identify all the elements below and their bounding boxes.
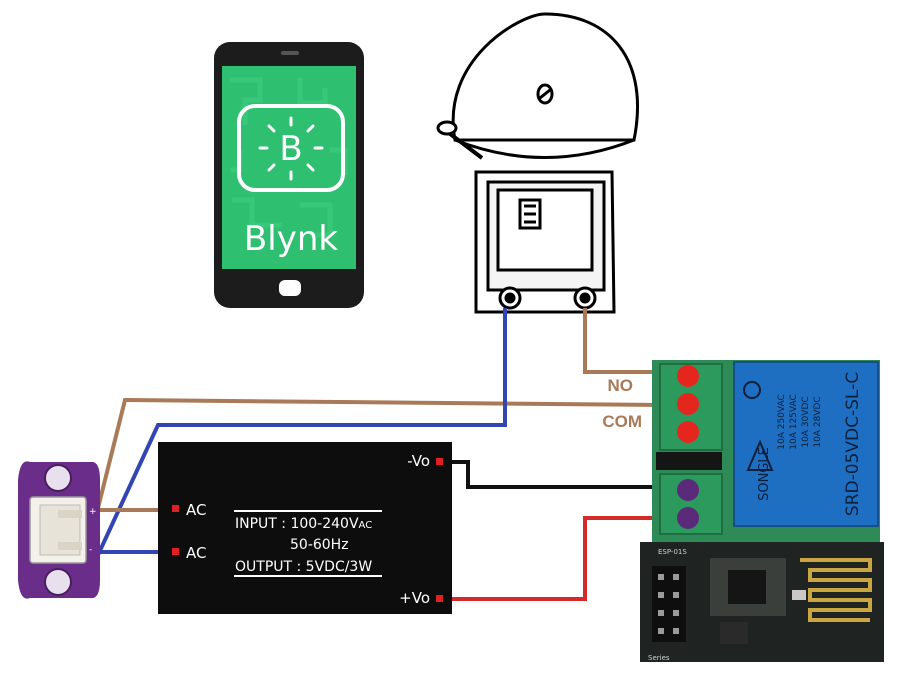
psu-body <box>158 442 452 614</box>
relay-warning-icon <box>746 439 774 471</box>
plug-minus-label: - <box>89 545 92 555</box>
esp-pin-8 <box>673 628 679 634</box>
esp-label: ESP-01S <box>658 548 687 556</box>
power-screw-vcc <box>677 507 699 529</box>
esp-pin-4 <box>673 592 679 598</box>
app-name: Blynk <box>244 219 338 259</box>
psu-pin-ac2 <box>172 548 179 555</box>
jst-pin-slot-1 <box>58 510 82 518</box>
relay-com-label: COM <box>602 412 642 431</box>
smartphone: B Blynk <box>214 42 364 308</box>
psu-pin-pos <box>436 595 443 602</box>
esp-pin-7 <box>658 628 664 634</box>
wire-blue-bell <box>96 308 507 556</box>
relay-rating-3: 10A 30VDC <box>801 396 811 447</box>
relay-cert-icon <box>743 381 761 399</box>
mounting-hole-top <box>44 464 72 492</box>
wires <box>96 308 663 601</box>
relay-cube <box>733 361 879 527</box>
relay-rating-4: 10A 28VDC <box>813 396 823 447</box>
mounting-hole-bottom <box>44 568 72 596</box>
wire-brown-com <box>96 397 663 509</box>
bell-terminal-left-center <box>504 292 516 304</box>
electric-bell-icon <box>436 12 639 314</box>
bell-screw-slot <box>539 88 551 100</box>
terminal-screw-nc <box>677 421 699 443</box>
relay-rating-2: 10A 125VAC <box>789 394 799 450</box>
psu-output-line: OUTPUT : 5VDC/3W <box>235 559 372 575</box>
esp-header-pins <box>658 574 679 634</box>
relay-model: SRD-05VDC-SL-C <box>843 372 863 516</box>
psu-frequency: 50-60Hz <box>290 537 349 553</box>
bell-terminal-right-center <box>579 292 591 304</box>
bell-hammer-head <box>436 120 458 136</box>
power-supply-module: AC AC -Vo +Vo INPUT : 100-240VAC 50-60Hz… <box>158 442 452 614</box>
terminal-screw-com <box>677 393 699 415</box>
ac-plug-board: + - <box>18 461 100 599</box>
esp-antenna <box>800 558 872 622</box>
wire-black-gnd <box>442 460 662 489</box>
esp-chip <box>728 570 766 604</box>
relay-rating-1: 10A 250VAC <box>777 394 787 450</box>
wire-brown-no <box>583 308 662 374</box>
psu-neg-label: -Vo <box>407 452 430 470</box>
jst-pin-slot-2 <box>58 542 82 550</box>
psu-input-line: INPUT : 100-240VAC <box>235 516 372 532</box>
bell-rim <box>454 138 635 159</box>
psu-ac-label-2: AC <box>186 544 206 562</box>
esp-pin-3 <box>658 592 664 598</box>
esp-flash <box>720 622 748 644</box>
relay-header <box>656 452 722 470</box>
wire-red-vcc <box>442 516 662 601</box>
psu-pin-ac1 <box>172 505 179 512</box>
esp01-module: ESP-01S Series <box>640 542 884 662</box>
esp-pin-5 <box>658 610 664 616</box>
relay-brand: SONGLE <box>757 447 772 501</box>
phone-speaker <box>281 51 299 55</box>
bell-dome <box>451 12 639 142</box>
esp-series-label: Series <box>648 654 670 662</box>
psu-pos-label: +Vo <box>399 589 430 607</box>
esp-pin-1 <box>658 574 664 580</box>
relay-module: SRD-05VDC-SL-C SONGLE 10A 250VAC 10A 125… <box>652 360 880 542</box>
terminal-screw-no <box>677 365 699 387</box>
esp-pin-6 <box>673 610 679 616</box>
esp-pin-2 <box>673 574 679 580</box>
blynk-logo-icon: B <box>237 104 345 192</box>
esp-header <box>652 566 686 642</box>
power-screw-gnd <box>677 479 699 501</box>
psu-pin-neg <box>436 458 443 465</box>
plug-plus-label: + <box>89 507 97 517</box>
blynk-logo-letter: B <box>279 129 302 169</box>
home-button <box>279 280 301 296</box>
psu-ac-label-1: AC <box>186 501 206 519</box>
bell-coil-box <box>496 188 594 272</box>
relay-no-label: NO <box>608 376 634 395</box>
esp-led <box>792 590 806 600</box>
